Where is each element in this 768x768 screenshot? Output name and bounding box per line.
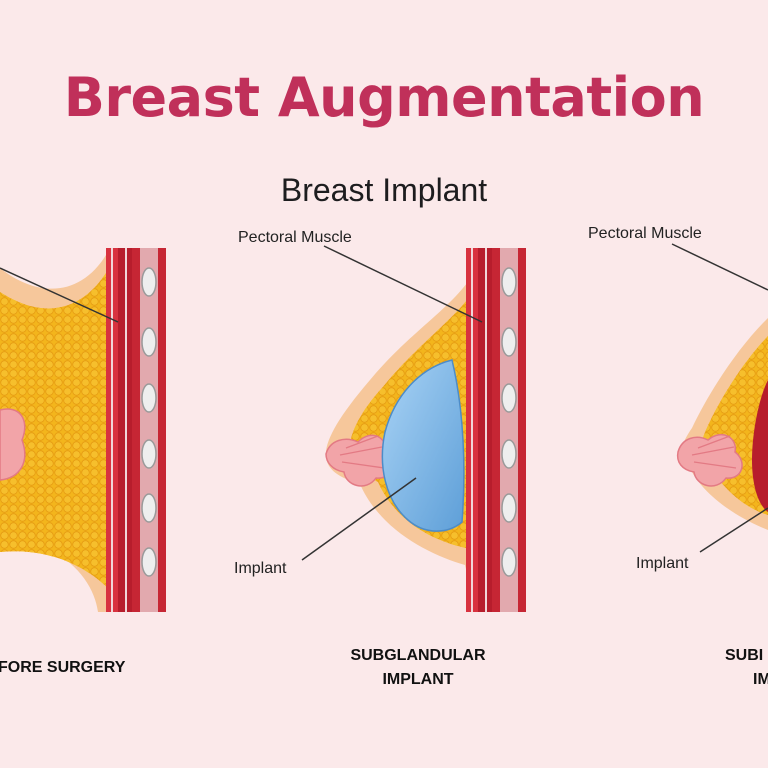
- panel-submuscular: [671, 243, 768, 553]
- caption-line: IM: [753, 671, 768, 688]
- muscle-3: [752, 380, 768, 512]
- muscle-wall-2: [466, 248, 526, 612]
- caption-line: FORE SURGERY: [0, 659, 126, 676]
- mammary-gland-1: [0, 408, 26, 481]
- caption-subglandular: SUBGLANDULAR IMPLANT: [338, 644, 498, 692]
- caption-before-surgery: FORE SURGERY: [0, 656, 125, 680]
- caption-line: SUBI: [725, 647, 764, 664]
- pointer-line-pectoral-3: [671, 243, 768, 291]
- muscle-wall-1: [106, 248, 166, 612]
- mammary-gland-3: [676, 434, 743, 487]
- ribs-1: [141, 267, 157, 577]
- pointer-line-implant-3: [699, 507, 768, 553]
- caption-line: IMPLANT: [382, 671, 454, 688]
- label-implant-2: Implant: [234, 560, 287, 577]
- pointer-line-1: [0, 267, 119, 323]
- panel-before-surgery: [0, 248, 166, 612]
- page-title: Breast Augmentation: [63, 66, 705, 129]
- caption-line: SUBGLANDULAR: [350, 647, 486, 664]
- caption-submuscular: SUBI IM: [725, 644, 768, 692]
- label-implant-3: Implant: [636, 555, 689, 572]
- ribs-2: [501, 267, 517, 577]
- panel-subglandular: [301, 245, 526, 612]
- label-pectoral-muscle-3: Pectoral Muscle: [588, 225, 702, 242]
- pointer-line-implant-2: [301, 477, 417, 561]
- pointer-line-pectoral-2: [323, 245, 483, 323]
- subtitle: Breast Implant: [280, 172, 488, 208]
- label-pectoral-muscle-2: Pectoral Muscle: [238, 229, 352, 246]
